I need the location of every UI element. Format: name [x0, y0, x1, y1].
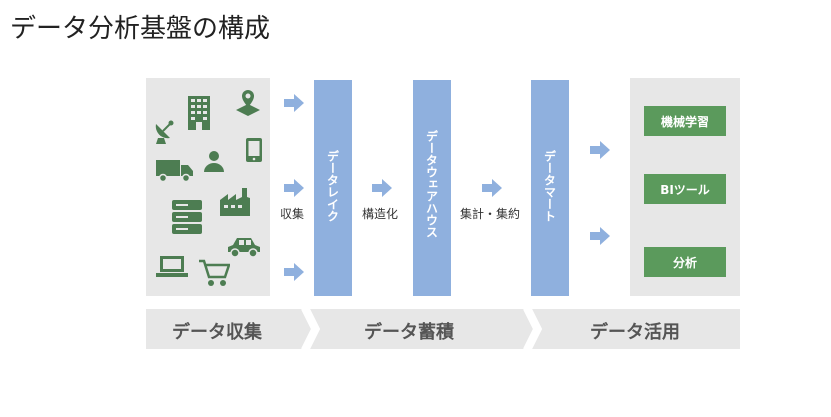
building-icon — [188, 96, 210, 130]
arrow-right-icon — [482, 179, 502, 197]
arrow-right-icon — [372, 179, 392, 197]
arrow-right-icon — [284, 263, 304, 281]
output-machine-learning: 機械学習 — [644, 106, 726, 136]
page-title: データ分析基盤の構成 — [10, 14, 271, 44]
phase-bar — [146, 309, 740, 349]
phase-label-store: データ蓄積 — [364, 322, 454, 343]
output-bi-tool: BIツール — [644, 174, 726, 204]
step-label-structure: 構造化 — [362, 207, 399, 221]
satellite-dish-icon — [155, 120, 174, 144]
map-pin-icon — [236, 90, 260, 116]
data-lake-column: データレイク — [314, 80, 352, 296]
step-label-aggregate: 集計・集約 — [460, 207, 521, 221]
step-label-collect: 収集 — [280, 207, 305, 221]
data-warehouse-column: データウェアハウス — [413, 80, 451, 296]
shopping-cart-icon — [199, 259, 230, 286]
smartphone-icon — [246, 138, 262, 162]
arrow-right-icon — [590, 227, 610, 245]
data-mart-column: データマート — [531, 80, 569, 296]
truck-icon — [156, 160, 193, 182]
factory-icon — [220, 188, 250, 216]
arrow-right-icon — [284, 179, 304, 197]
person-icon — [204, 151, 224, 172]
laptop-icon — [156, 256, 188, 277]
car-icon — [228, 238, 260, 258]
output-analysis: 分析 — [644, 247, 726, 277]
server-icon — [172, 200, 202, 234]
arrow-right-icon — [284, 94, 304, 112]
phase-label-use: データ活用 — [590, 322, 680, 343]
phase-label-collect: データ収集 — [172, 322, 262, 343]
arrow-right-icon — [590, 141, 610, 159]
